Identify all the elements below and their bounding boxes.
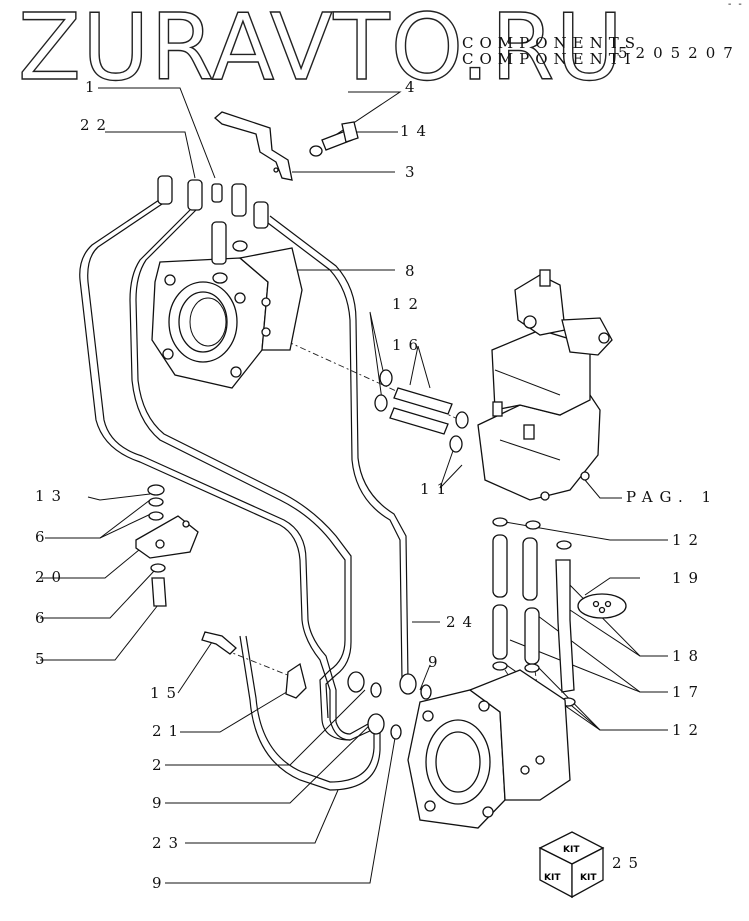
lower-flange-housing bbox=[407, 669, 571, 829]
callout-1: 1 bbox=[85, 78, 102, 96]
callout-12-upper: 12 bbox=[392, 295, 426, 313]
pipe-fittings-top bbox=[157, 175, 269, 284]
watermark: ZURAVTO.RU bbox=[17, 0, 624, 101]
header-components-en: COMPONENTS bbox=[462, 34, 642, 52]
callout-6-upper: 6 bbox=[35, 528, 52, 546]
callout-20: 20 bbox=[35, 568, 69, 586]
callout-11: 11 bbox=[420, 480, 454, 498]
callout-8: 8 bbox=[405, 262, 422, 280]
bolt-14 bbox=[309, 121, 359, 157]
connector-pipes bbox=[492, 517, 576, 707]
callout-21: 21 bbox=[152, 722, 186, 740]
callout-19: 19 bbox=[672, 569, 706, 587]
bolt-15-clamp-21 bbox=[201, 631, 307, 699]
pipes bbox=[79, 197, 409, 791]
lower-fittings bbox=[347, 671, 432, 740]
callout-9-right: 9 bbox=[428, 653, 445, 671]
callout-12-middle: 12 bbox=[672, 531, 706, 549]
cover-19 bbox=[577, 593, 627, 619]
kit-label-top: KIT bbox=[563, 845, 580, 855]
kit-label-left: KIT bbox=[544, 873, 561, 883]
callout-9-lower: 9 bbox=[152, 874, 169, 892]
callout-25: 25 bbox=[612, 854, 646, 872]
corner-mark: -- bbox=[728, 0, 749, 10]
callout-9-middle: 9 bbox=[152, 794, 169, 812]
upper-flange-housing bbox=[151, 247, 303, 389]
callout-5: 5 bbox=[35, 650, 52, 668]
callout-6-lower: 6 bbox=[35, 609, 52, 627]
callout-18: 18 bbox=[672, 647, 706, 665]
callout-17: 17 bbox=[672, 683, 706, 701]
callout-14: 14 bbox=[400, 122, 434, 140]
tubes-16 bbox=[374, 369, 469, 453]
callout-13: 13 bbox=[35, 487, 69, 505]
callout-pag-1: PAG. 1 bbox=[626, 488, 719, 506]
bracket-3 bbox=[214, 111, 293, 181]
callout-15: 15 bbox=[150, 684, 184, 702]
control-valve bbox=[477, 269, 613, 501]
callout-23: 23 bbox=[152, 834, 186, 852]
callout-24: 24 bbox=[446, 613, 480, 631]
callout-22: 22 bbox=[80, 116, 114, 134]
kit-label-right: KIT bbox=[580, 873, 597, 883]
callout-16: 16 bbox=[392, 336, 426, 354]
callout-4: 4 bbox=[405, 78, 422, 96]
callout-12-lower: 12 bbox=[672, 721, 706, 739]
callout-3: 3 bbox=[405, 163, 422, 181]
kit-cube-icon: KIT KIT KIT bbox=[538, 831, 605, 899]
mounting-hardware bbox=[135, 484, 199, 607]
header-components-it: COMPONENTI bbox=[462, 50, 637, 68]
callout-2: 2 bbox=[152, 756, 169, 774]
drawing-code: 5205207 bbox=[618, 44, 741, 62]
